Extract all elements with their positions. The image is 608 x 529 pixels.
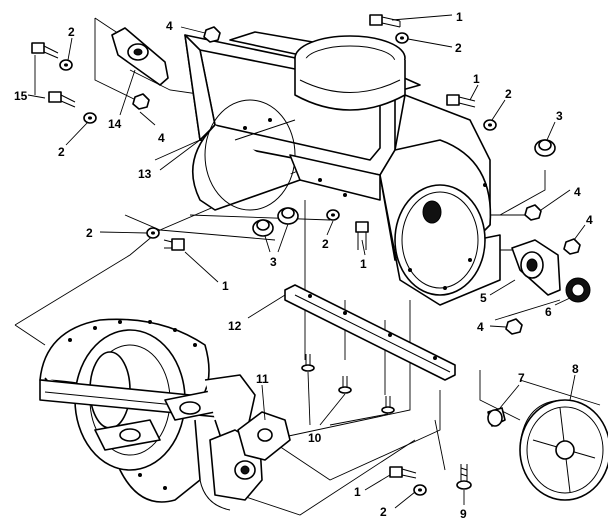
mounting-bar (284, 284, 456, 381)
callout-2: 2 (455, 41, 462, 55)
callout-2: 2 (68, 25, 75, 39)
chute-housing (184, 31, 501, 306)
callout-2: 2 (505, 87, 512, 101)
callout-2: 2 (322, 237, 329, 251)
bracket-part-14 (111, 27, 169, 86)
callout-1: 1 (473, 72, 480, 86)
callout-3: 3 (270, 255, 277, 269)
callout-11: 11 (256, 372, 269, 386)
pulley-part-8 (519, 399, 608, 501)
stud-part-9 (456, 464, 472, 490)
bolt-part-1 (163, 14, 476, 479)
callout-labels: 1 2 4 2 15 14 2 4 13 1 2 3 4 4 2 2 1 3 1… (14, 10, 593, 521)
callout-7: 7 (518, 371, 525, 385)
callout-2: 2 (380, 505, 387, 519)
callout-13: 13 (138, 167, 152, 181)
callout-1: 1 (456, 10, 463, 24)
screw-part-10 (301, 354, 395, 414)
callout-5: 5 (480, 291, 487, 305)
bracket-part-11 (237, 411, 291, 461)
washer-part-2 (59, 32, 497, 496)
spacer-part-7 (487, 407, 506, 427)
auger-assembly (39, 318, 263, 511)
callout-12: 12 (228, 319, 242, 333)
callout-3: 3 (556, 109, 563, 123)
bolt-part-15 (31, 42, 76, 108)
bracket-part-5 (511, 239, 561, 296)
callout-4: 4 (477, 320, 484, 334)
callout-9: 9 (460, 507, 467, 521)
callout-2: 2 (58, 145, 65, 159)
nut-part-4 (132, 26, 581, 335)
callout-pointers (27, 14, 586, 509)
callout-8: 8 (572, 362, 579, 376)
callout-15: 15 (14, 89, 28, 103)
callout-10: 10 (308, 431, 322, 445)
callout-1: 1 (222, 279, 229, 293)
callout-1: 1 (360, 257, 367, 271)
callout-4: 4 (158, 131, 165, 145)
callout-14: 14 (108, 117, 122, 131)
callout-1: 1 (354, 485, 361, 499)
callout-4: 4 (574, 185, 581, 199)
callout-6: 6 (545, 305, 552, 319)
callout-2: 2 (86, 226, 93, 240)
callout-4: 4 (166, 19, 173, 33)
nut-part-3 (252, 139, 556, 237)
bearing-part-6 (565, 277, 591, 303)
callout-4: 4 (586, 213, 593, 227)
